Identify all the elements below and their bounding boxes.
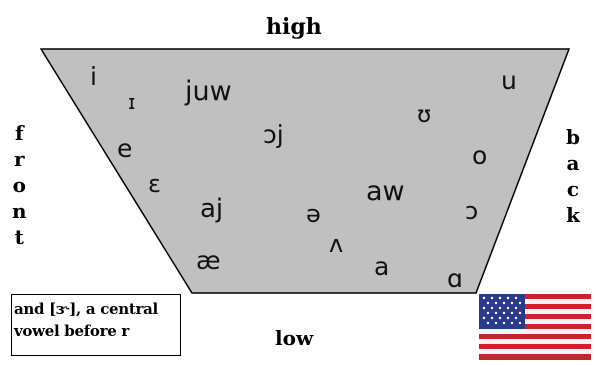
vowel-epsilon: ɛ <box>148 170 161 198</box>
vowel-o: o <box>472 141 488 170</box>
front-letter: f <box>14 121 24 145</box>
vowel-wedge: ʌ <box>329 230 344 258</box>
back-letter: k <box>566 203 580 227</box>
us-flag-icon <box>479 294 591 365</box>
front-letter: n <box>12 199 27 223</box>
note-box: and [ɝ], a central vowel before r <box>11 294 181 356</box>
vowel-open-o: ɔ <box>465 197 479 225</box>
vowel-i: i <box>90 62 97 91</box>
vowel-alpha: ɑ <box>447 264 463 293</box>
front-letter: o <box>12 173 26 197</box>
note-line-1: and [ɝ], a central <box>14 300 158 318</box>
low-label: low <box>275 326 314 350</box>
front-letter: r <box>14 147 25 171</box>
vowel-small-i: ɪ <box>128 90 136 114</box>
back-letter: a <box>566 151 580 175</box>
vowel-ae: æ <box>196 246 221 275</box>
back-letter: b <box>566 125 580 149</box>
vowel-aj: aj <box>200 194 224 224</box>
back-letter: c <box>566 177 580 201</box>
vowel-a: a <box>374 252 390 281</box>
front-letter: t <box>14 225 24 249</box>
high-label: high <box>266 14 322 40</box>
vowel-oj: ɔj <box>263 120 284 149</box>
vowel-juw: juw <box>185 76 232 107</box>
front-label: f r o n t <box>12 120 27 250</box>
vowel-schwa: ə <box>306 200 321 228</box>
note-line-2: vowel before r <box>14 322 129 340</box>
vowel-small-u: ʊ <box>417 102 432 128</box>
vowel-aw: aw <box>366 176 405 207</box>
vowel-u: u <box>501 66 517 95</box>
vowel-e: e <box>117 134 133 163</box>
back-label: b a c k <box>566 124 580 228</box>
